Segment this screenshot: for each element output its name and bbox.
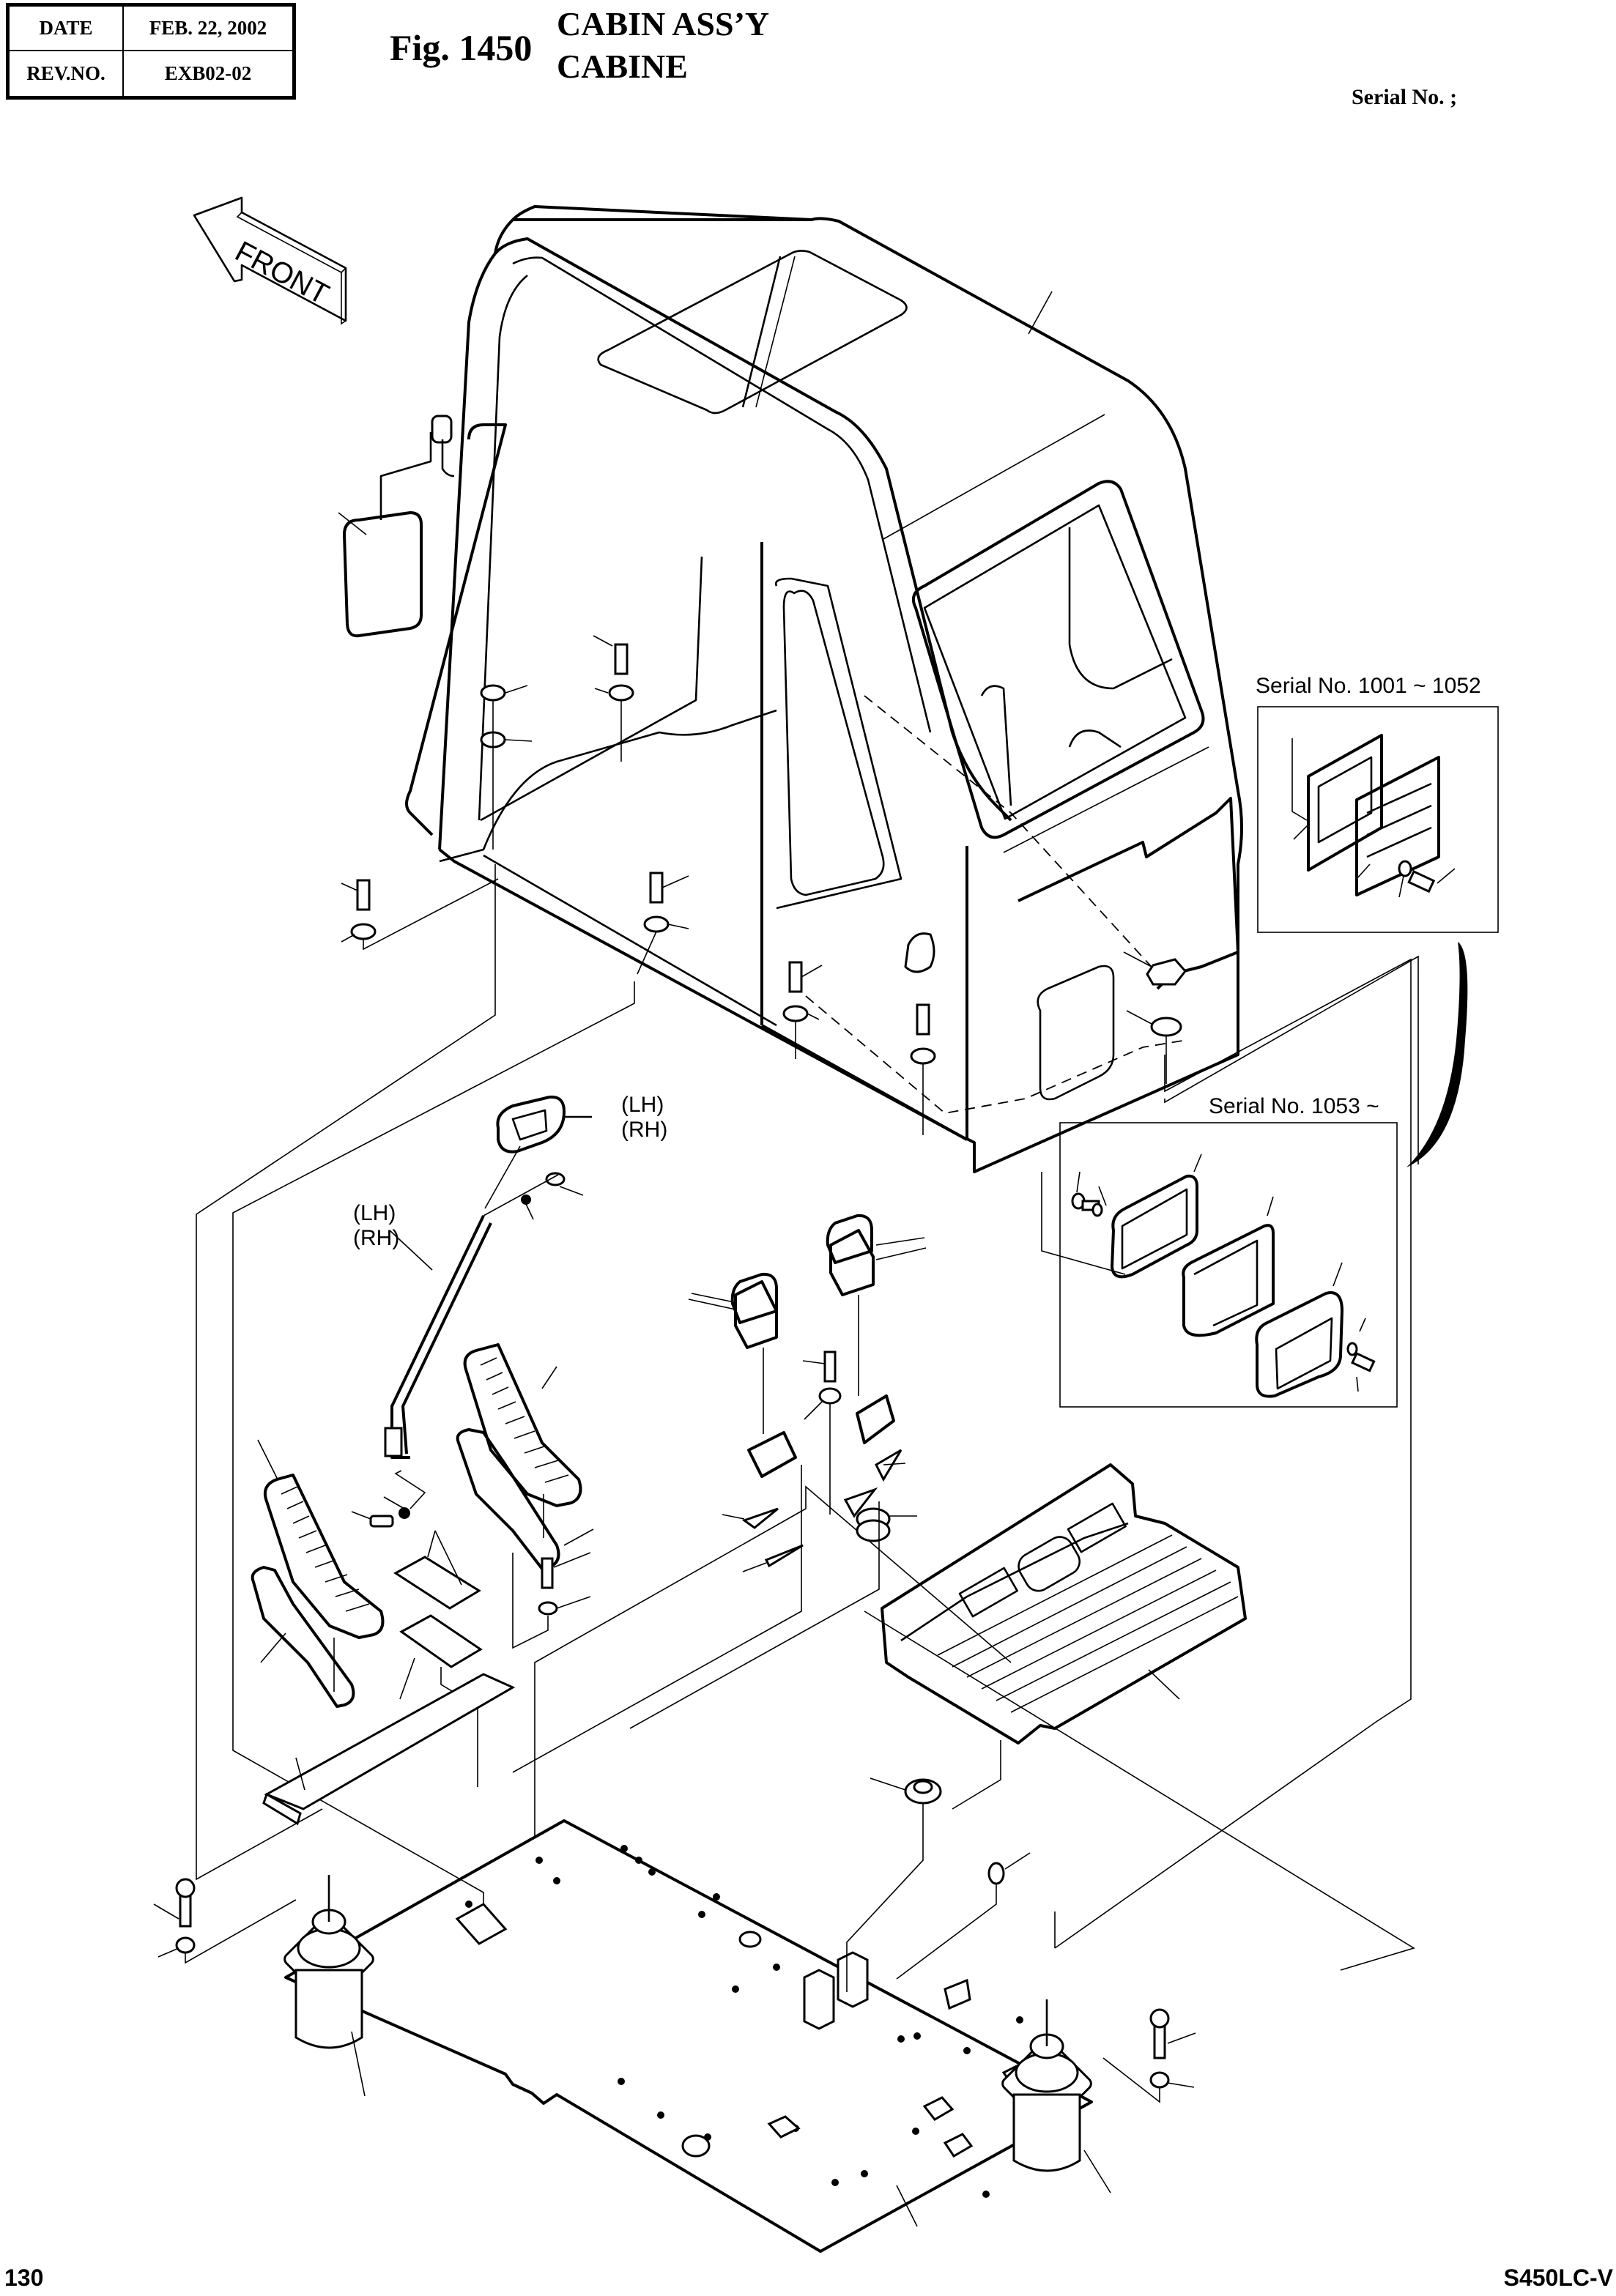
front-direction-arrow: FRONT [193,196,347,325]
inset-early-vent: Serial No. 1001 ~ 1052 [1256,674,1499,933]
inset-late-label: Serial No. 1053 ~ [1209,1094,1379,1118]
revision-table: DATE FEB. 22, 2002 REV.NO. EXB02-02 [6,3,296,100]
knob-side-rh: (RH) [621,1118,668,1142]
inset-late-vent: Serial No. 1053 ~ [1041,1094,1398,1408]
pedal-cover-plates [393,1530,483,1787]
floor-strip [262,1673,516,1826]
machine-model: S450LC-V [1503,2265,1613,2291]
travel-pedal-right [456,1343,594,1570]
lever-side-rh: (RH) [353,1226,400,1250]
inset-connectors [1164,942,1468,1167]
page-number: 130 [4,2265,44,2291]
cab-mount-right [1001,1999,1196,2193]
assembly-leader-lines [196,864,1415,1971]
serial-number-label: Serial No. ; [1352,85,1458,109]
lever-knob [483,1095,592,1220]
knob-side-lh: (LH) [621,1093,664,1117]
lever-brackets [512,1229,927,1773]
cabin-mounting-hardware [341,291,1187,1135]
lever-side-lh: (LH) [353,1201,396,1225]
title-french: CABINE [557,48,688,85]
switch-caps [691,1214,925,1324]
floor-grommet [846,1777,1031,1992]
floor-mat [881,1463,1247,1810]
inset-early-label: Serial No. 1001 ~ 1052 [1256,674,1481,698]
rev-value: EXB02-02 [164,62,252,84]
figure-number: Fig. 1450 [390,27,533,68]
front-arrow-text: FRONT [230,235,334,311]
cab-mount-left [153,1875,374,2097]
date-value: FEB. 22, 2002 [124,7,292,51]
side-mirror [338,415,507,836]
title-english: CABIN ASS’Y [557,5,770,42]
floor-plate [284,1819,1093,2253]
date-label: DATE [10,7,124,51]
travel-pedal-left [251,1439,385,1708]
knob-side-label: (LH) (RH) [621,1093,667,1143]
control-lever-rod [384,1215,492,1459]
pedal-hardware [351,1470,591,1649]
lever-side-label: (LH) (RH) [353,1201,399,1251]
cabin-shell [438,205,1243,1173]
figure-title: CABIN ASS’Y CABINE [557,3,769,88]
rev-label: REV.NO. [10,51,124,96]
